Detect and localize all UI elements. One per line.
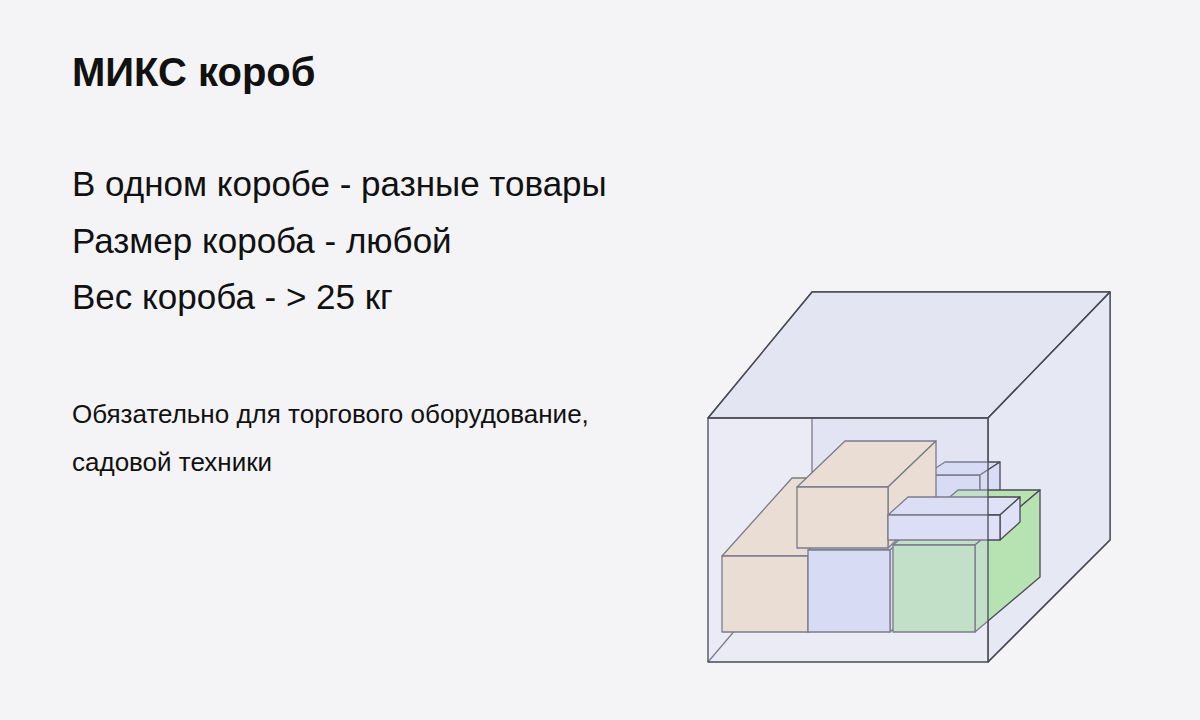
box-edge (988, 540, 1110, 662)
box-edge (708, 292, 812, 418)
feature-line: Вес короба - > 25 кг (72, 277, 393, 317)
feature-line: В одном коробе - разные товары (72, 164, 607, 204)
feature-line: Размер короба - любой (72, 221, 452, 261)
title: МИКС короб (72, 50, 315, 95)
box-right-face (988, 292, 1110, 662)
box-front-face (708, 418, 988, 662)
note-text: Обязательно для торгового оборудование, … (72, 390, 632, 486)
box-edge (988, 292, 1110, 418)
